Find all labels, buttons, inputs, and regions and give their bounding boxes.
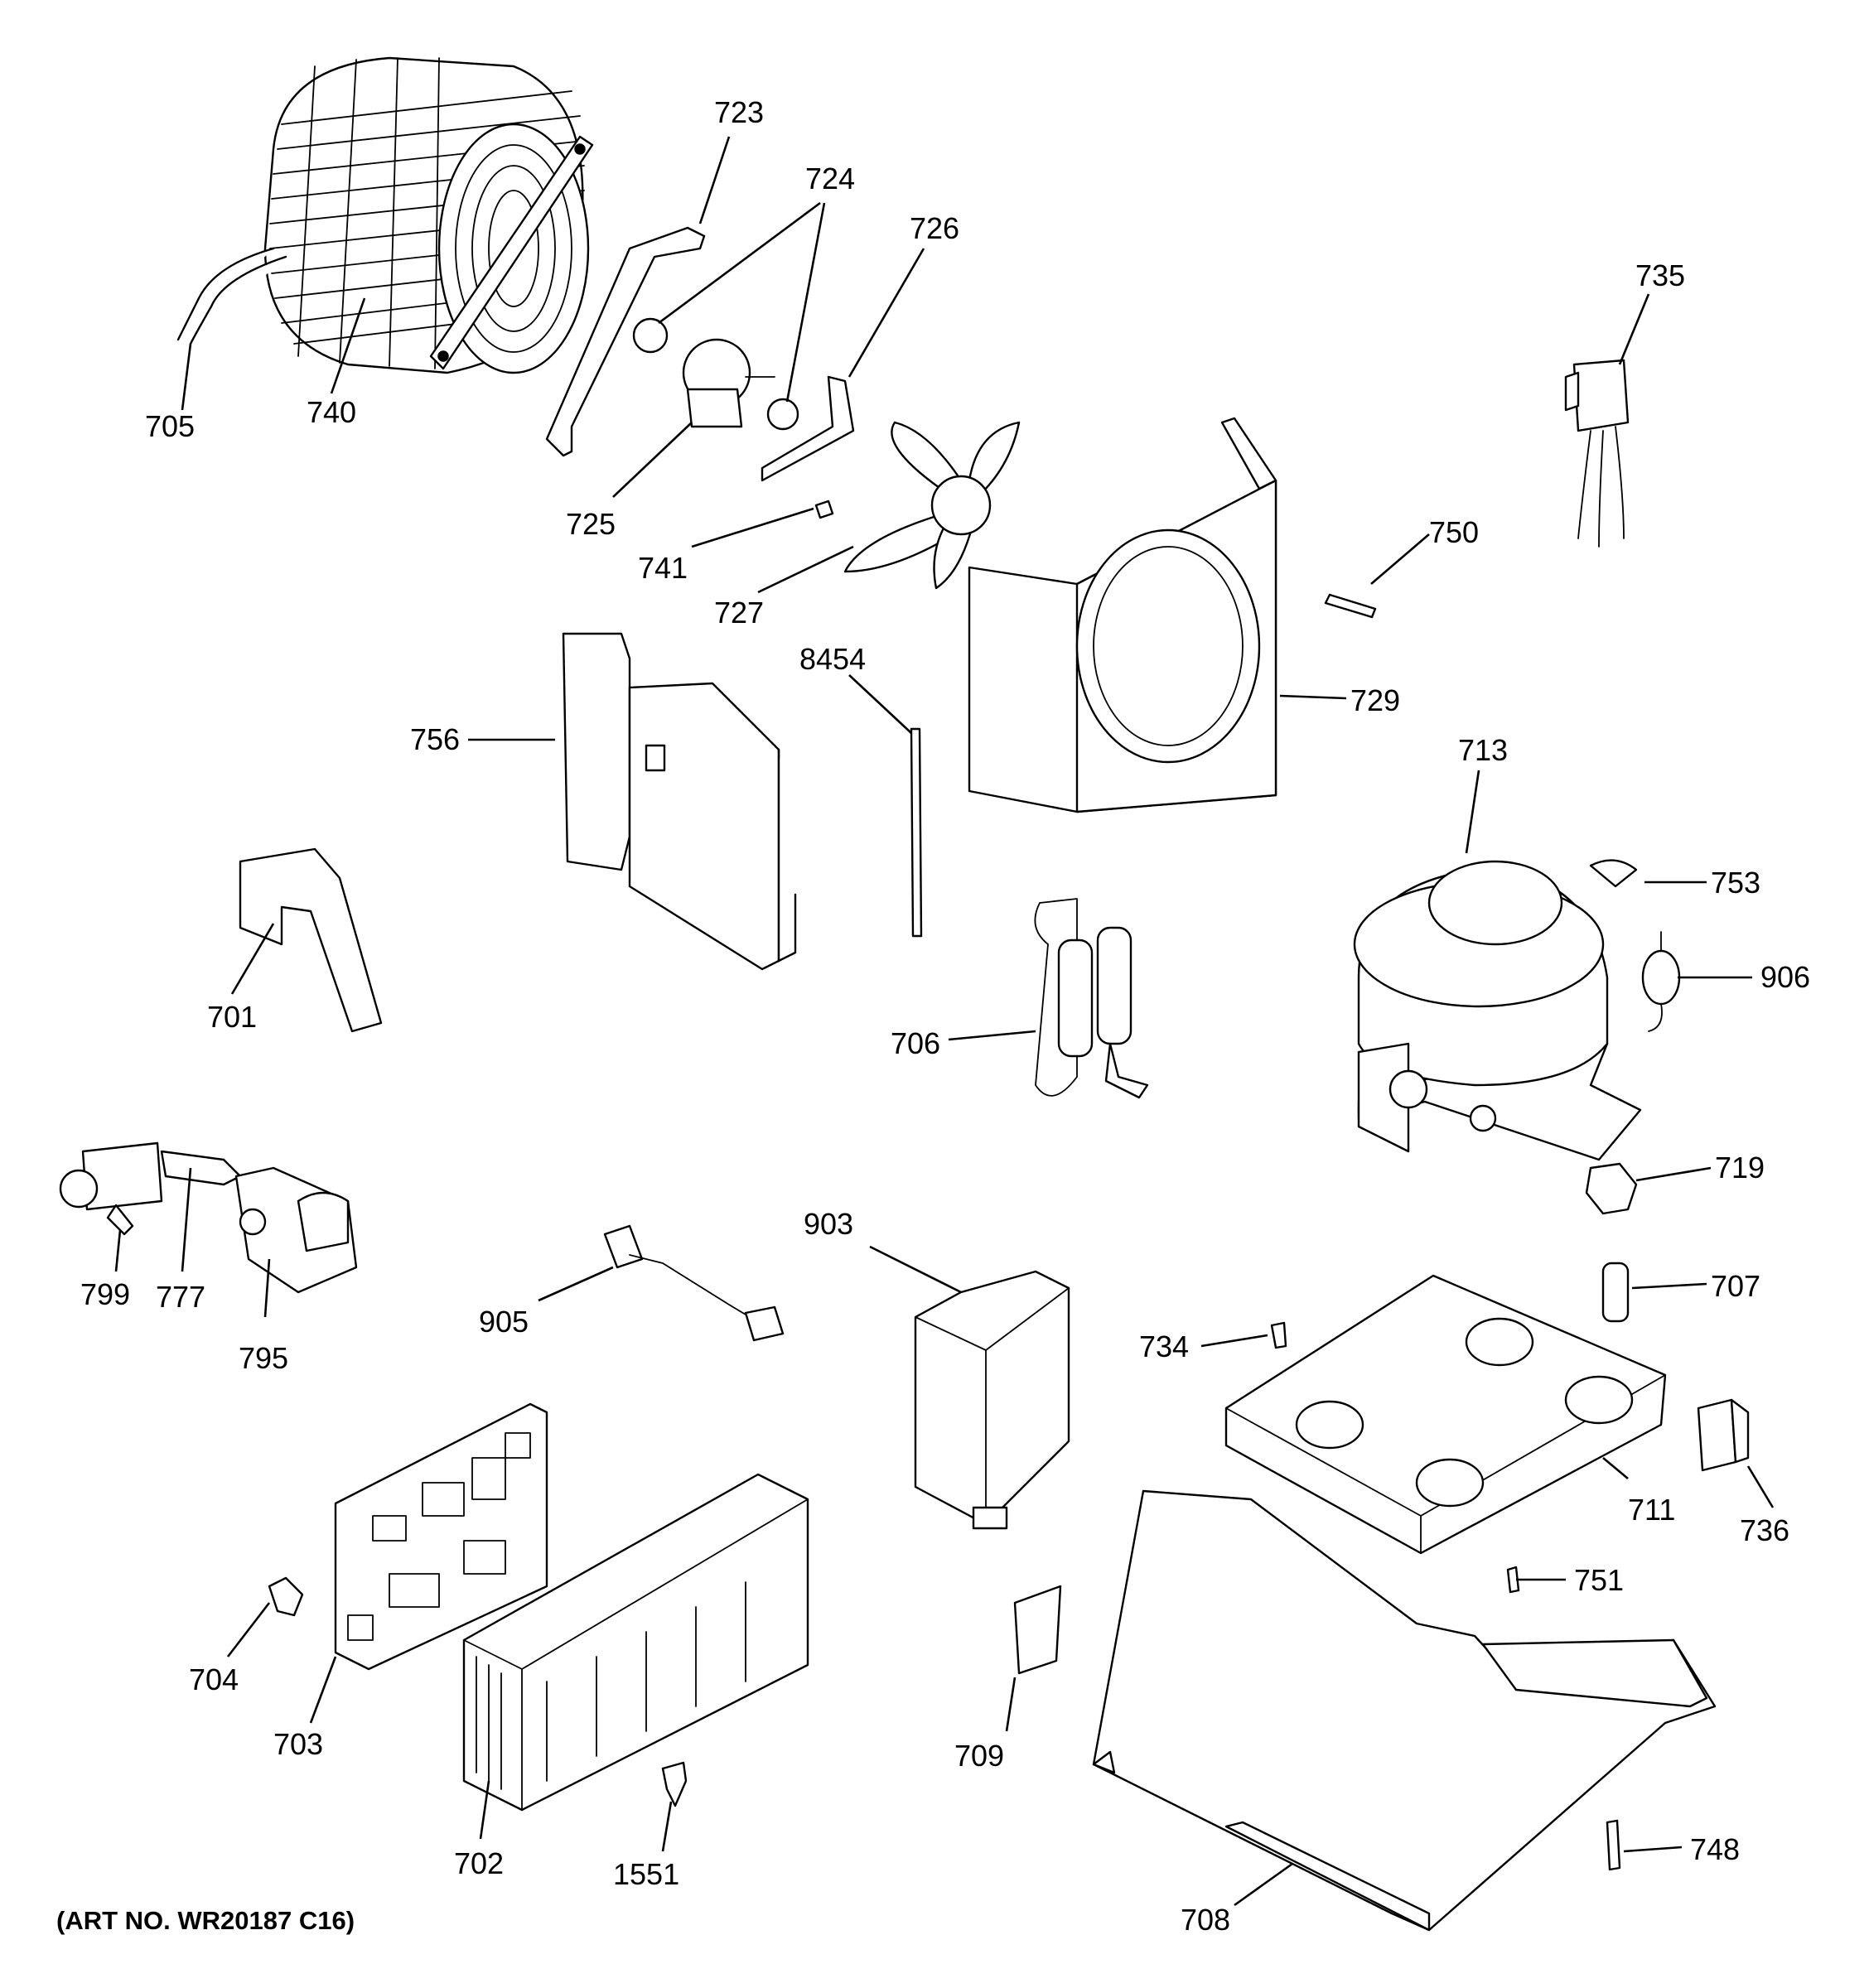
label-741: 741: [638, 551, 688, 585]
label-748: 748: [1690, 1832, 1740, 1866]
label-713: 713: [1458, 733, 1508, 767]
label-706: 706: [891, 1026, 940, 1060]
valve-assembly-part[interactable]: [234, 1166, 358, 1294]
screw-part[interactable]: [814, 499, 834, 519]
water-valve-part[interactable]: [59, 1141, 163, 1236]
board-cover-part[interactable]: [462, 1473, 809, 1812]
label-8454: 8454: [799, 642, 866, 676]
dryer-part[interactable]: [1641, 931, 1681, 1032]
label-734: 734: [1139, 1329, 1189, 1363]
drier-assembly-part[interactable]: [1034, 898, 1149, 1099]
push-clip-part[interactable]: [268, 1576, 304, 1617]
label-708: 708: [1181, 1903, 1230, 1937]
label-707: 707: [1711, 1269, 1760, 1303]
label-736: 736: [1740, 1513, 1789, 1547]
leader-lines: [114, 136, 1775, 1907]
label-724: 724: [805, 162, 855, 195]
label-704: 704: [189, 1662, 239, 1696]
small-bracket-part[interactable]: [1013, 1585, 1062, 1675]
label-709: 709: [954, 1739, 1004, 1773]
bracket-part[interactable]: [239, 847, 383, 1033]
wiring-switch-part[interactable]: [1564, 359, 1630, 548]
cover-panel-part[interactable]: [562, 632, 797, 971]
label-751: 751: [1574, 1563, 1624, 1597]
harness-part[interactable]: [603, 1224, 785, 1342]
screw-part-3[interactable]: [1270, 1321, 1287, 1349]
motor-bracket-part[interactable]: [761, 375, 855, 482]
fan-blade-part[interactable]: [843, 421, 1021, 590]
grommet-part-2[interactable]: [766, 398, 799, 431]
label-726: 726: [910, 211, 959, 245]
label-719: 719: [1715, 1151, 1765, 1185]
label-906: 906: [1760, 960, 1810, 994]
standoff-part[interactable]: [1601, 1262, 1630, 1323]
label-740: 740: [307, 395, 356, 429]
label-1551: 1551: [613, 1857, 679, 1891]
label-705: 705: [145, 409, 195, 443]
label-701: 701: [207, 1000, 257, 1034]
base-plate-part[interactable]: [1092, 1489, 1717, 1932]
screw-part-2[interactable]: [1324, 593, 1377, 619]
control-board-part[interactable]: [334, 1402, 548, 1671]
gasket-strip-part[interactable]: [910, 727, 923, 938]
label-795: 795: [239, 1341, 288, 1375]
label-711: 711: [1628, 1493, 1675, 1527]
label-725: 725: [566, 507, 616, 541]
label-903: 903: [804, 1207, 853, 1241]
part-number-labels: 705 740 723 724 726 725 741 727 735 750 …: [80, 95, 1810, 1937]
label-905: 905: [479, 1305, 529, 1339]
compressor-part[interactable]: [1353, 860, 1642, 1161]
art-number: (ART NO. WR20187 C16): [56, 1906, 355, 1935]
fan-shroud-part[interactable]: [968, 417, 1277, 813]
label-702: 702: [454, 1846, 504, 1880]
fan-bracket-part[interactable]: [545, 226, 706, 457]
label-735: 735: [1635, 258, 1685, 292]
grommet-part-3[interactable]: [1585, 1162, 1638, 1215]
valve-bracket-part[interactable]: [160, 1150, 242, 1186]
bolt-part[interactable]: [1606, 1819, 1621, 1871]
fan-motor-part[interactable]: [682, 338, 775, 428]
label-753: 753: [1711, 866, 1760, 900]
label-750: 750: [1429, 515, 1479, 549]
rocker-switch-part[interactable]: [1697, 1398, 1750, 1472]
label-756: 756: [410, 722, 460, 756]
label-727: 727: [714, 596, 764, 630]
label-799: 799: [80, 1277, 130, 1311]
screw-part-4[interactable]: [1506, 1566, 1520, 1594]
compressor-tray-part[interactable]: [1224, 1274, 1667, 1555]
control-box-part[interactable]: [914, 1270, 1070, 1530]
label-703: 703: [273, 1727, 323, 1761]
grommet-part[interactable]: [632, 317, 669, 354]
label-777: 777: [156, 1280, 205, 1314]
screw-part-5[interactable]: [661, 1761, 688, 1807]
clip-part[interactable]: [1589, 859, 1638, 888]
label-729: 729: [1350, 683, 1400, 717]
label-723: 723: [714, 95, 764, 129]
condenser-coil-part[interactable]: [176, 56, 594, 374]
